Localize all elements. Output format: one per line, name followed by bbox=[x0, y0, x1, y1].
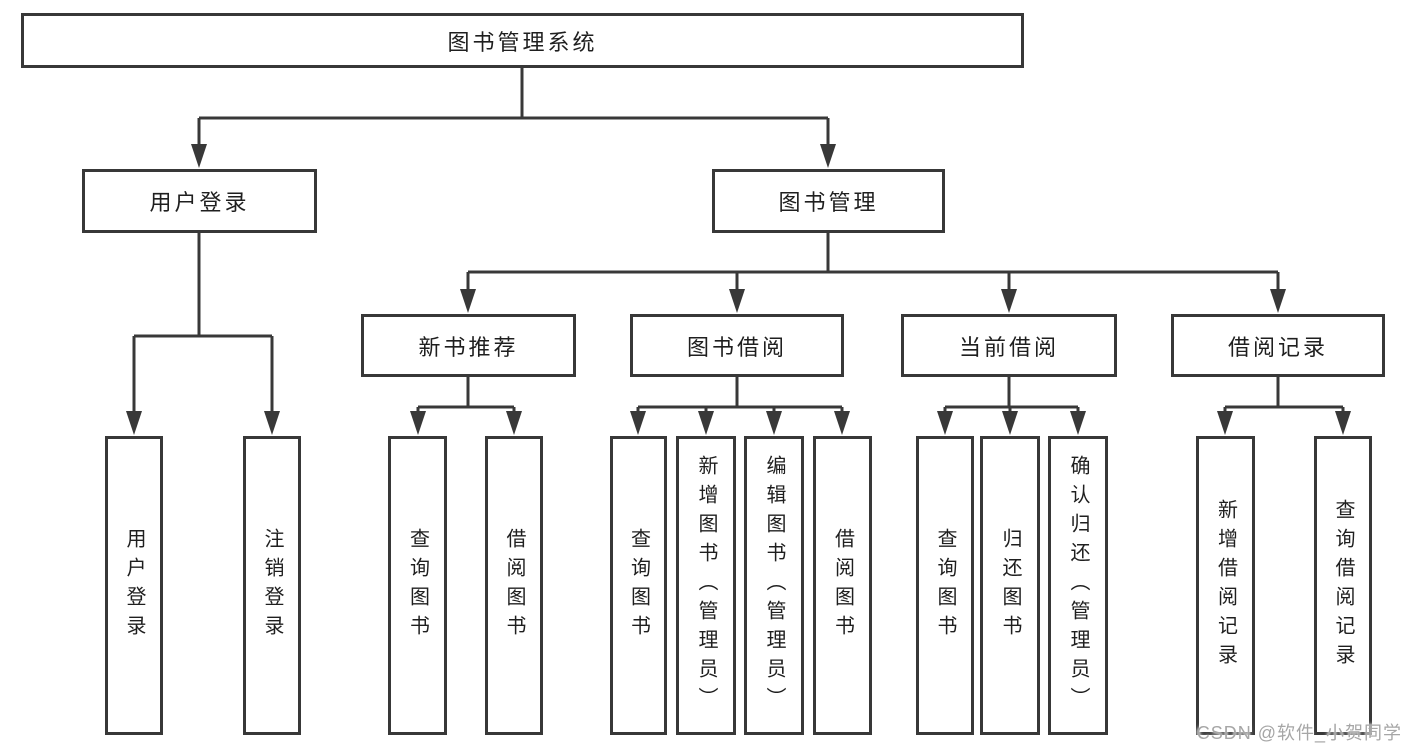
watermark: CSDN @软件_小贺同学 bbox=[1196, 723, 1402, 743]
node-user-login: 用户登录 bbox=[82, 169, 317, 233]
node-borrowing-records-label: 借阅记录 bbox=[1227, 334, 1328, 360]
leaf-return-books: 归还图书 bbox=[980, 436, 1040, 735]
leaf-edit-books-admin: 编辑图书（管理员） bbox=[744, 436, 804, 735]
leaf-add-borrow-record-label: 新增借阅记录 bbox=[1214, 498, 1237, 673]
leaf-query-books-current-label: 查询图书 bbox=[934, 527, 956, 644]
leaf-logout: 注销登录 bbox=[243, 436, 301, 735]
node-current-borrowing: 当前借阅 bbox=[901, 314, 1117, 377]
leaf-borrow-books-recommend-label: 借阅图书 bbox=[503, 527, 525, 644]
leaf-user-login-label: 用户登录 bbox=[123, 527, 145, 644]
leaf-add-books-admin: 新增图书（管理员） bbox=[676, 436, 736, 735]
node-borrowing-records: 借阅记录 bbox=[1171, 314, 1385, 377]
node-new-book-recommendation-label: 新书推荐 bbox=[418, 334, 519, 360]
node-book-management-label: 图书管理 bbox=[778, 190, 879, 215]
leaf-add-books-admin-label: 新增图书（管理员） bbox=[695, 455, 717, 716]
node-new-book-recommendation: 新书推荐 bbox=[361, 314, 576, 377]
leaf-borrow-books-recommend: 借阅图书 bbox=[485, 436, 543, 735]
node-current-borrowing-label: 当前借阅 bbox=[958, 334, 1059, 360]
leaf-return-books-label: 归还图书 bbox=[999, 527, 1021, 644]
leaf-borrow-books: 借阅图书 bbox=[813, 436, 872, 735]
leaf-query-borrow-record-label: 查询借阅记录 bbox=[1332, 498, 1354, 673]
leaf-add-borrow-record: 新增借阅记录 bbox=[1196, 436, 1255, 735]
node-book-management: 图书管理 bbox=[712, 169, 945, 233]
node-book-borrowing-label: 图书借阅 bbox=[686, 334, 787, 360]
leaf-query-books-recommend: 查询图书 bbox=[388, 436, 447, 735]
leaf-borrow-books-label: 借阅图书 bbox=[831, 527, 854, 644]
leaf-confirm-return-admin: 确认归还（管理员） bbox=[1048, 436, 1108, 735]
node-library-management-system: 图书管理系统 bbox=[21, 13, 1024, 68]
leaf-query-books-recommend-label: 查询图书 bbox=[406, 527, 429, 644]
leaf-query-books-borrowing: 查询图书 bbox=[610, 436, 667, 735]
leaf-logout-label: 注销登录 bbox=[261, 527, 283, 644]
leaf-edit-books-admin-label: 编辑图书（管理员） bbox=[763, 455, 785, 716]
node-user-login-label: 用户登录 bbox=[149, 190, 250, 215]
leaf-confirm-return-admin-label: 确认归还（管理员） bbox=[1067, 455, 1089, 716]
leaf-user-login: 用户登录 bbox=[105, 436, 163, 735]
leaf-query-books-borrowing-label: 查询图书 bbox=[627, 527, 650, 644]
node-library-management-system-label: 图书管理系统 bbox=[447, 29, 598, 55]
node-book-borrowing: 图书借阅 bbox=[630, 314, 844, 377]
leaf-query-borrow-record: 查询借阅记录 bbox=[1314, 436, 1372, 735]
leaf-query-books-current: 查询图书 bbox=[916, 436, 974, 735]
